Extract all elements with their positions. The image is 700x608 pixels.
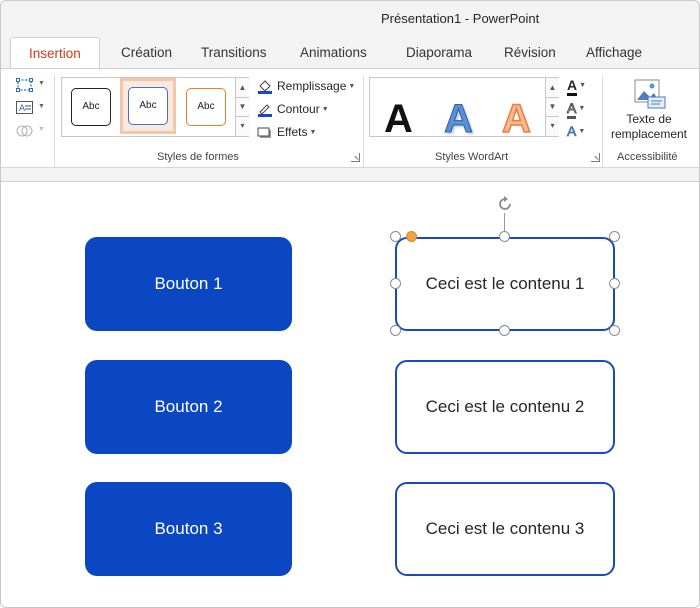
alt-text-button[interactable]: Texte de remplacement [607,112,691,142]
text-fill-button[interactable]: A▼ [567,76,587,96]
text-box-icon[interactable]: A [16,101,34,115]
resize-handle-top-right[interactable] [609,231,620,242]
chevron-down-icon: ▼ [578,105,586,113]
merge-shapes-icon [16,124,34,138]
shape-effects-icon [257,126,273,140]
edit-shape-caret-icon[interactable]: ▼ [38,80,45,87]
paint-bucket-icon [257,80,273,94]
text-outline-button[interactable]: A▼ [567,99,586,119]
shape-fill-button[interactable]: Remplissage▼ [257,77,355,95]
merge-shapes-caret-icon: ▼ [38,126,45,133]
gallery-down-icon[interactable]: ▼ [546,97,559,117]
rotate-handle-stem [504,213,505,237]
group-separator [602,75,603,167]
slide-canvas[interactable]: Bouton 1 Bouton 2 Bouton 3 Ceci est le c… [1,181,699,607]
alt-text-line1: Texte de [626,112,672,126]
tab-insertion[interactable]: Insertion [10,37,100,69]
button-shape-1[interactable]: Bouton 1 [85,237,292,331]
tab-affichage[interactable]: Affichage [586,45,643,60]
shape-effects-button[interactable]: Effets▼ [257,123,316,141]
chevron-down-icon: ▼ [578,128,586,136]
resize-handle-bottom-left[interactable] [390,325,401,336]
shape-styles-launcher-icon[interactable] [351,153,360,162]
text-effects-button[interactable]: A▼ [567,122,586,140]
edit-shape-icon[interactable] [16,78,34,92]
svg-text:A: A [19,104,26,114]
accessibility-group-label: Accessibilité [617,151,678,163]
shape-style-thumb-2[interactable]: Abc [128,87,168,125]
wordart-style-black[interactable]: A [384,97,413,141]
pen-icon [257,103,273,117]
alt-text-picture-icon[interactable] [634,77,666,109]
resize-handle-right[interactable] [609,278,620,289]
wordart-style-blue[interactable]: A [444,97,474,141]
tab-diaporama[interactable]: Diaporama [406,45,473,60]
shape-style-thumb-3[interactable]: Abc [186,88,226,126]
window-title: Présentation1 - PowerPoint [381,11,540,26]
tab-animations[interactable]: Animations [300,45,367,60]
gallery-more-icon[interactable]: ▾ [240,121,245,130]
resize-handle-bottom[interactable] [499,325,510,336]
shape-styles-gallery: Abc Abc Abc ▲ ▼ ▾ [61,77,249,137]
chevron-down-icon: ▼ [321,105,329,113]
resize-handle-top[interactable] [499,231,510,242]
shape-outline-button[interactable]: Contour▼ [257,100,329,118]
shape-outline-label: Contour [277,102,320,116]
shape-fill-label: Remplissage [277,79,347,93]
gallery-more-icon[interactable]: ▾ [550,121,555,130]
text-effects-letter: A [567,123,577,140]
group-separator [363,75,364,167]
content-shape-2[interactable]: Ceci est le contenu 2 [395,360,615,454]
gallery-up-icon[interactable]: ▲ [236,78,249,98]
title-bar: Présentation1 - PowerPoint [1,1,699,37]
resize-handle-top-left[interactable] [390,231,401,242]
text-box-caret-icon[interactable]: ▼ [38,103,45,110]
selection-frame [395,236,615,331]
group-separator [54,75,55,167]
rotate-handle-icon[interactable] [495,194,515,214]
gallery-up-icon[interactable]: ▲ [546,78,559,98]
chevron-down-icon: ▼ [309,128,317,136]
alt-text-line2: remplacement [610,127,688,141]
tab-revision[interactable]: Révision [504,45,556,60]
wordart-style-orange[interactable]: A [501,97,531,141]
adjust-handle[interactable] [406,231,417,242]
resize-handle-left[interactable] [390,278,401,289]
wordart-gallery: A A A ▲ ▼ ▾ [369,77,559,141]
chevron-down-icon: ▼ [348,82,356,90]
chevron-down-icon: ▼ [579,82,587,90]
ribbon: ▼ A ▼ ▼ Abc Abc Abc ▲ ▼ [1,68,699,168]
resize-handle-bottom-right[interactable] [609,325,620,336]
gallery-down-icon[interactable]: ▼ [236,97,249,117]
wordart-launcher-icon[interactable] [591,153,600,162]
tab-creation[interactable]: Création [121,45,173,60]
shape-styles-scroll: ▲ ▼ ▾ [235,78,249,136]
text-fill-letter: A [567,77,578,96]
shape-styles-group-label: Styles de formes [157,151,239,163]
shape-effects-label: Effets [277,125,308,139]
wordart-scroll: ▲ ▼ ▾ [545,78,559,136]
button-shape-3[interactable]: Bouton 3 [85,482,292,576]
ribbon-tabs: Insertion Création Transitions Animation… [1,37,699,69]
tab-transitions[interactable]: Transitions [201,45,267,60]
content-shape-3[interactable]: Ceci est le contenu 3 [395,482,615,576]
button-shape-2[interactable]: Bouton 2 [85,360,292,454]
text-outline-letter: A [567,100,577,119]
shape-style-thumb-1[interactable]: Abc [71,88,111,126]
wordart-group-label: Styles WordArt [435,151,509,163]
